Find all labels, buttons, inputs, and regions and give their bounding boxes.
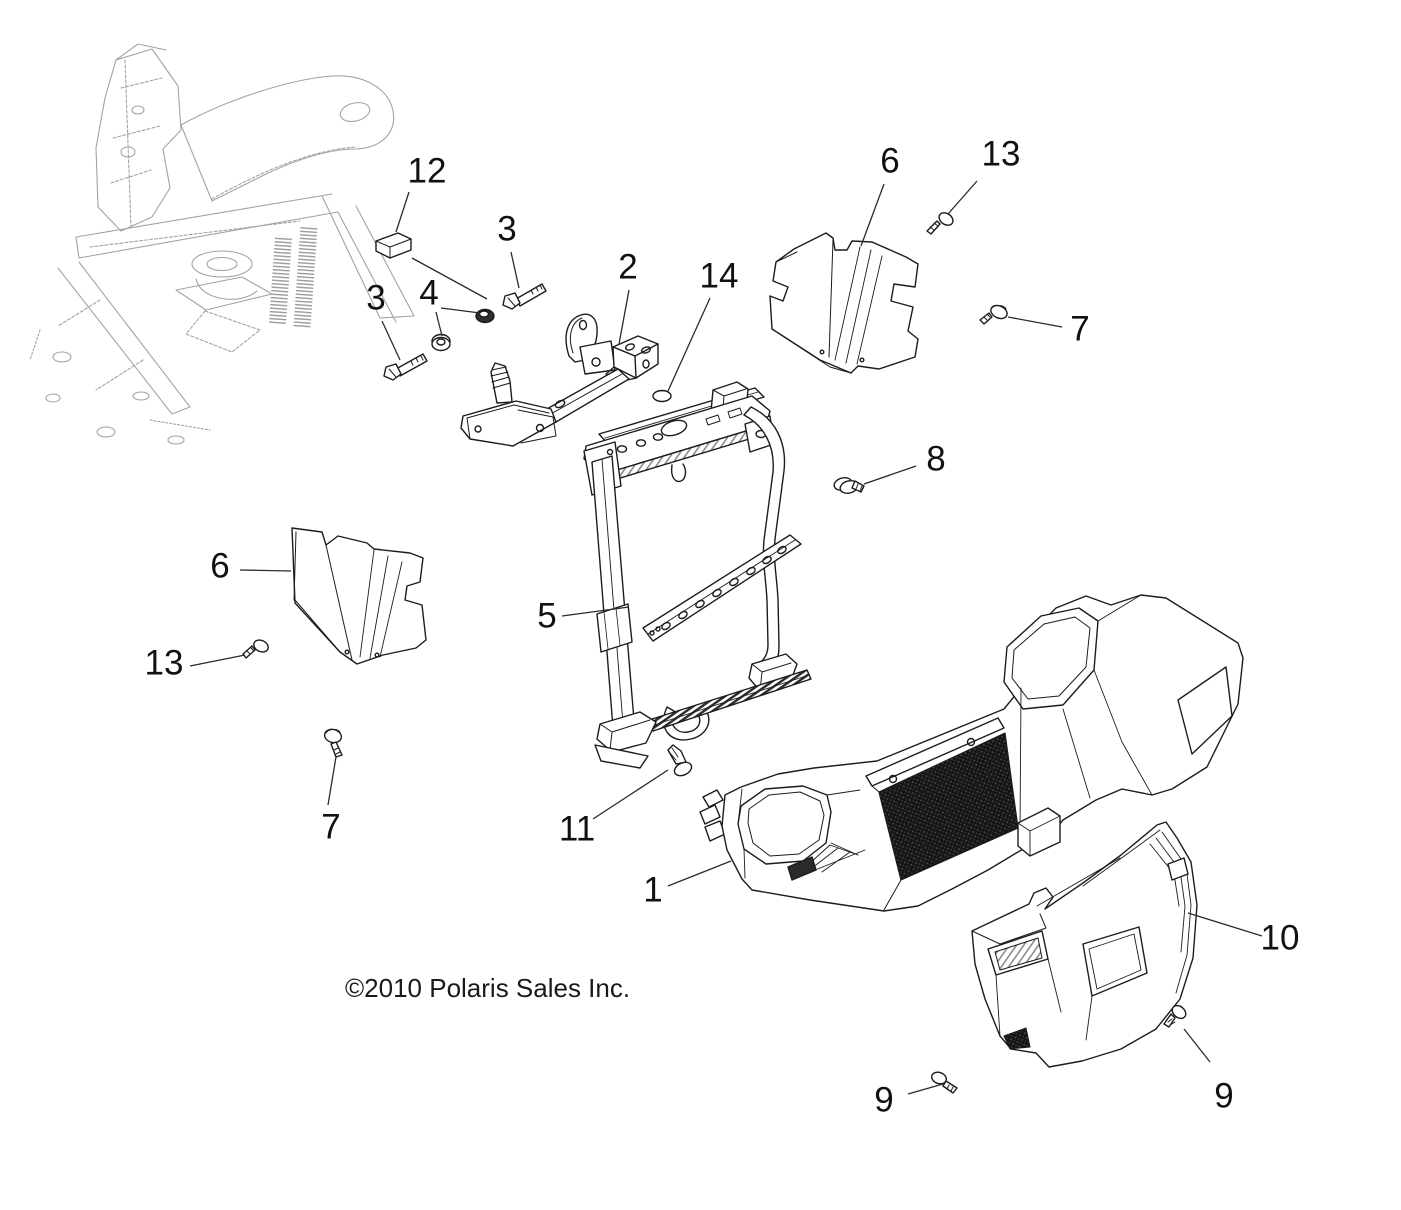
part-9-screw-left	[931, 1071, 958, 1094]
callout-9: 9	[874, 1081, 944, 1120]
callout-label-3: 3	[497, 210, 516, 249]
part-11-push-fastener	[667, 744, 693, 777]
leader-line	[1007, 316, 1063, 328]
part-13-screw-left	[242, 639, 269, 659]
part-13-screw-right	[926, 212, 954, 235]
callout-7: 7	[321, 756, 341, 847]
callout-13: 13	[947, 135, 1021, 215]
callout-label-14: 14	[700, 257, 739, 296]
leader-line	[510, 251, 520, 289]
part-2-support-bracket	[460, 313, 659, 447]
part-4-washers	[431, 308, 495, 352]
callout-label-4: 4	[419, 274, 438, 313]
callout-8: 8	[863, 440, 946, 485]
callout-4: 4	[419, 274, 481, 337]
callout-label-1: 1	[643, 871, 662, 910]
part-9-screw-right	[1163, 1004, 1187, 1028]
callout-10: 10	[1187, 912, 1300, 958]
part-6-cover-right	[769, 232, 919, 374]
callout-5: 5	[537, 597, 630, 636]
callout-6: 6	[210, 547, 292, 586]
callout-1: 1	[643, 860, 732, 910]
leader-line	[189, 654, 246, 667]
callout-label-13: 13	[145, 644, 184, 683]
callout-2: 2	[618, 248, 638, 345]
callout-12: 12	[395, 152, 488, 300]
leader-line	[863, 465, 917, 485]
part-5-radiator-support	[583, 381, 812, 769]
callout-label-12: 12	[408, 152, 447, 191]
leader-line	[561, 606, 630, 617]
part-7-screw-right	[979, 304, 1008, 325]
leader-line	[667, 860, 732, 887]
callout-label-9: 9	[1214, 1077, 1233, 1116]
callout-label-6: 6	[880, 142, 899, 181]
callout-label-10: 10	[1261, 919, 1300, 958]
leader-line	[1187, 912, 1263, 937]
part-3-bolt-top	[502, 283, 547, 310]
callout-label-8: 8	[926, 440, 945, 479]
leader-line	[440, 307, 481, 314]
leader-line	[381, 320, 401, 361]
leader-line	[667, 297, 711, 392]
leader-line	[411, 257, 488, 300]
leader-line	[907, 1083, 944, 1095]
callout-11: 11	[559, 769, 669, 849]
callout-label-13: 13	[982, 135, 1021, 174]
callout-6: 6	[860, 142, 900, 247]
part-14-plug	[652, 389, 672, 403]
callout-label-9: 9	[874, 1081, 893, 1120]
callout-label-7: 7	[321, 808, 340, 847]
callout-label-6: 6	[210, 547, 229, 586]
part-8-bolt	[833, 477, 865, 494]
leader-line	[947, 180, 978, 215]
callout-7: 7	[1007, 310, 1090, 349]
leader-line	[327, 756, 337, 806]
leader-line	[239, 569, 292, 572]
part-12-pad	[375, 232, 412, 259]
leader-line	[395, 191, 410, 233]
callout-14: 14	[667, 257, 739, 392]
callout-label-3: 3	[366, 279, 385, 318]
leader-line	[618, 289, 630, 345]
leader-line	[1183, 1028, 1211, 1063]
callout-3: 3	[497, 210, 520, 289]
callout-label-2: 2	[618, 248, 637, 287]
leader-line	[435, 311, 443, 337]
callout-13: 13	[145, 644, 246, 683]
callout-label-11: 11	[559, 810, 595, 849]
leader-line	[592, 769, 669, 820]
part-7-screw-left	[323, 728, 343, 758]
chassis-frame-ghost	[29, 43, 415, 445]
callout-3: 3	[366, 279, 401, 361]
part-6-cover-left	[291, 527, 427, 665]
copyright-text: ©2010 Polaris Sales Inc.	[345, 973, 630, 1003]
part-3-bolt-left	[383, 353, 428, 381]
callout-9: 9	[1183, 1028, 1234, 1116]
part-10-lower-bumper	[971, 821, 1198, 1068]
callout-label-5: 5	[537, 597, 556, 636]
leader-line	[860, 183, 885, 247]
callout-label-7: 7	[1070, 310, 1089, 349]
part-1-front-bumper	[699, 594, 1244, 912]
